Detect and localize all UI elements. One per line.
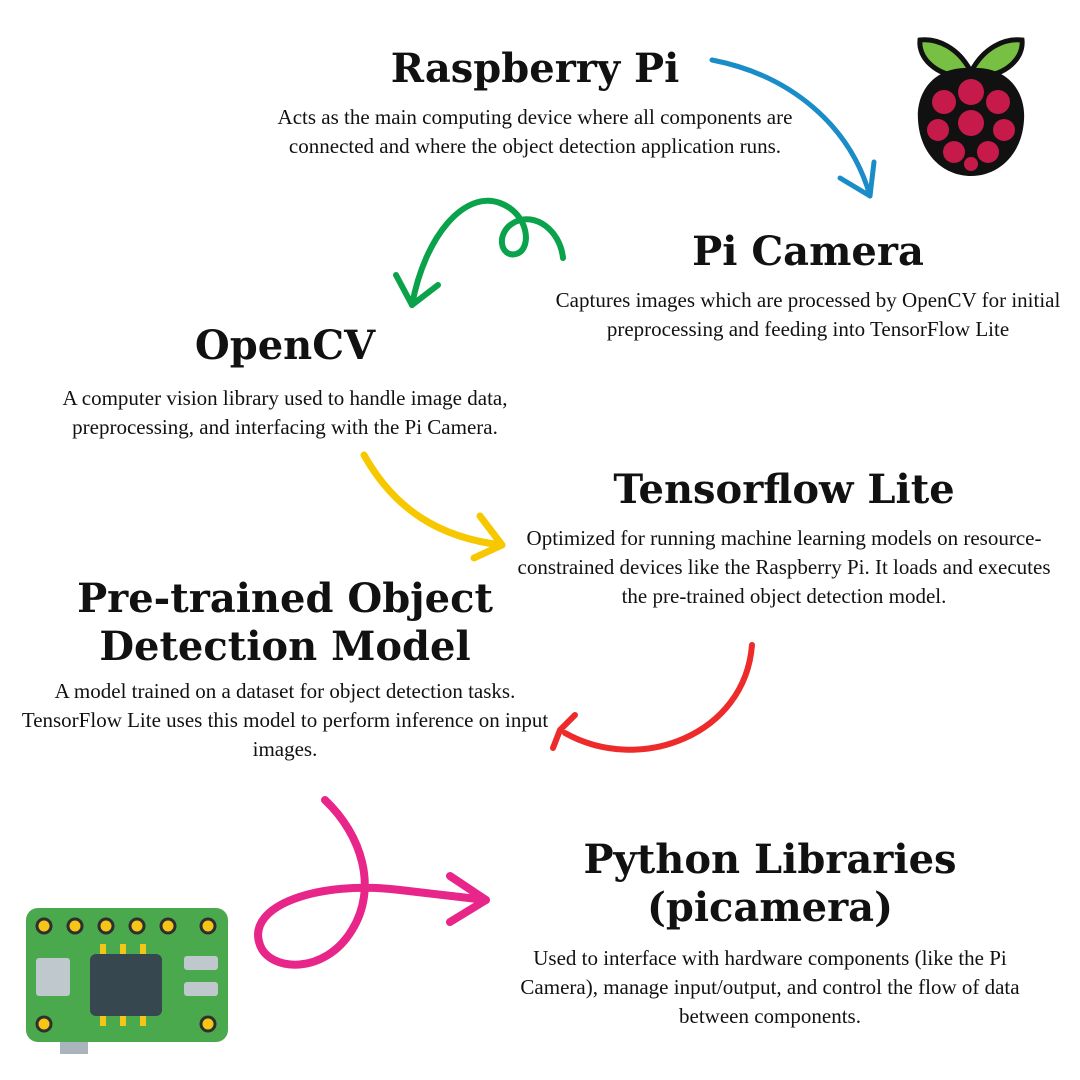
arrow-model-to-python [254, 796, 490, 969]
arrow-raspberry-to-camera [709, 57, 877, 199]
node-pi-camera: Pi Camera Captures images which are proc… [530, 228, 1080, 344]
arrow-tflite-to-model [550, 642, 755, 753]
pretrained-model-desc: A model trained on a dataset for object … [21, 679, 549, 761]
pi-camera-title: Pi Camera [692, 228, 924, 275]
opencv-title: OpenCV [194, 322, 376, 369]
arrow-opencv-to-tflite [360, 451, 506, 562]
pi-camera-desc: Captures images which are processed by O… [555, 288, 1061, 341]
opencv-desc: A computer vision library used to handle… [62, 386, 508, 439]
circuit-board-icon [26, 908, 228, 1054]
pretrained-model-title: Pre-trained Object Detection Model [77, 575, 493, 670]
python-libraries-title: Python Libraries (picamera) [583, 836, 957, 931]
node-tensorflow-lite: Tensorflow Lite Optimized for running ma… [508, 466, 1060, 611]
node-pretrained-model: Pre-trained Object Detection Model A mod… [10, 575, 560, 764]
node-opencv: OpenCV A computer vision library used to… [15, 322, 555, 442]
tensorflow-lite-desc: Optimized for running machine learning m… [517, 526, 1051, 608]
node-python-libraries: Python Libraries (picamera) Used to inte… [470, 836, 1070, 1031]
raspberry-pi-title: Raspberry Pi [390, 45, 680, 92]
arrow-camera-to-opencv [393, 197, 566, 308]
raspberry-pi-desc: Acts as the main computing device where … [277, 105, 793, 158]
python-libraries-desc: Used to interface with hardware componen… [520, 946, 1020, 1028]
node-raspberry-pi: Raspberry Pi Acts as the main computing … [260, 45, 810, 161]
tensorflow-lite-title: Tensorflow Lite [613, 466, 955, 513]
raspberry-pi-logo-icon [917, 37, 1025, 176]
